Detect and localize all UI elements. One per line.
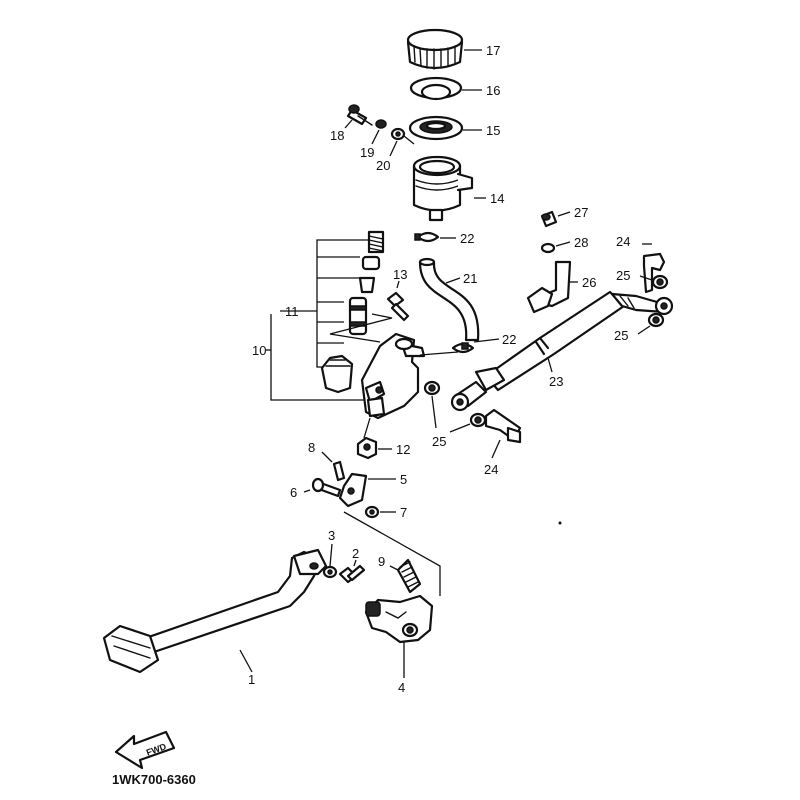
piston-spring-part — [367, 230, 385, 254]
reservoir-hose-part — [418, 257, 480, 342]
callout-4: 4 — [398, 680, 405, 695]
callout-6: 6 — [290, 485, 297, 500]
grommet-part — [389, 127, 415, 157]
callout-18: 18 — [330, 128, 344, 143]
dust-boot-part — [320, 354, 354, 394]
washer-part — [371, 119, 387, 145]
callout-25b: 25 — [614, 328, 628, 343]
return-spring-part — [389, 558, 422, 594]
screw-part — [344, 104, 373, 129]
brake-hose-part — [450, 290, 674, 412]
callout-28: 28 — [574, 235, 588, 250]
union-bolt-upper-part — [642, 243, 666, 294]
callout-1: 1 — [248, 672, 255, 687]
callout-27: 27 — [574, 205, 588, 220]
callout-10: 10 — [252, 343, 266, 358]
clevis-part — [338, 472, 396, 508]
primary-cup-part — [358, 276, 376, 294]
brake-pedal-part — [102, 548, 328, 674]
callout-16: 16 — [486, 83, 500, 98]
pedal-bracket-part — [364, 594, 434, 678]
callout-5: 5 — [400, 472, 407, 487]
callout-7: 7 — [400, 505, 407, 520]
pedal-bolt-part — [338, 559, 366, 584]
callout-14: 14 — [490, 191, 504, 206]
bolt-part — [386, 280, 410, 322]
print-speck — [558, 521, 562, 525]
callout-15: 15 — [486, 123, 500, 138]
callout-19: 19 — [360, 145, 374, 160]
diaphragm-holder-part — [408, 115, 482, 141]
clevis-pin-part — [303, 477, 342, 498]
reservoir-tank-part — [412, 155, 486, 222]
callout-20: 20 — [376, 158, 390, 173]
nut-part — [356, 436, 392, 460]
diaphragm-part — [409, 76, 482, 101]
union-bolt-lower-part — [484, 408, 522, 459]
callout-25a: 25 — [616, 268, 630, 283]
callout-11: 11 — [285, 304, 299, 319]
master-cylinder-body-part — [360, 332, 426, 420]
callout-8: 8 — [308, 440, 315, 455]
callout-17: 17 — [486, 43, 500, 58]
copper-washer-a-part — [639, 274, 669, 290]
bracket-screw-part — [540, 210, 571, 228]
callout-23: 23 — [549, 374, 563, 389]
forward-arrow-icon: FWD — [114, 730, 176, 770]
reservoir-cap-part — [406, 28, 482, 70]
piston-part — [348, 296, 368, 336]
copper-washer-c-part — [423, 380, 487, 433]
callout-12: 12 — [396, 442, 410, 457]
hose-clamp-upper-part — [414, 231, 456, 243]
hose-guide-part — [526, 260, 578, 314]
callout-22b: 22 — [502, 332, 516, 347]
callout-3: 3 — [328, 528, 335, 543]
callout-24a: 24 — [616, 234, 630, 249]
cotter-pin-part — [321, 451, 346, 482]
bracket-washer-part — [540, 241, 571, 254]
callout-9: 9 — [378, 554, 385, 569]
callout-13: 13 — [393, 267, 407, 282]
diagram-code: 1WK700-6360 — [112, 772, 196, 787]
callout-21: 21 — [463, 271, 477, 286]
lock-nut-part — [364, 505, 396, 519]
copper-washer-b-part — [637, 312, 665, 335]
hose-clamp-lower-part — [451, 338, 500, 354]
callout-26: 26 — [582, 275, 596, 290]
callout-24b: 24 — [484, 462, 498, 477]
callout-25c: 25 — [432, 434, 446, 449]
pedal-washer-part — [322, 543, 338, 579]
callout-2: 2 — [352, 546, 359, 561]
callout-22a: 22 — [460, 231, 474, 246]
spring-seat-part — [361, 255, 381, 271]
